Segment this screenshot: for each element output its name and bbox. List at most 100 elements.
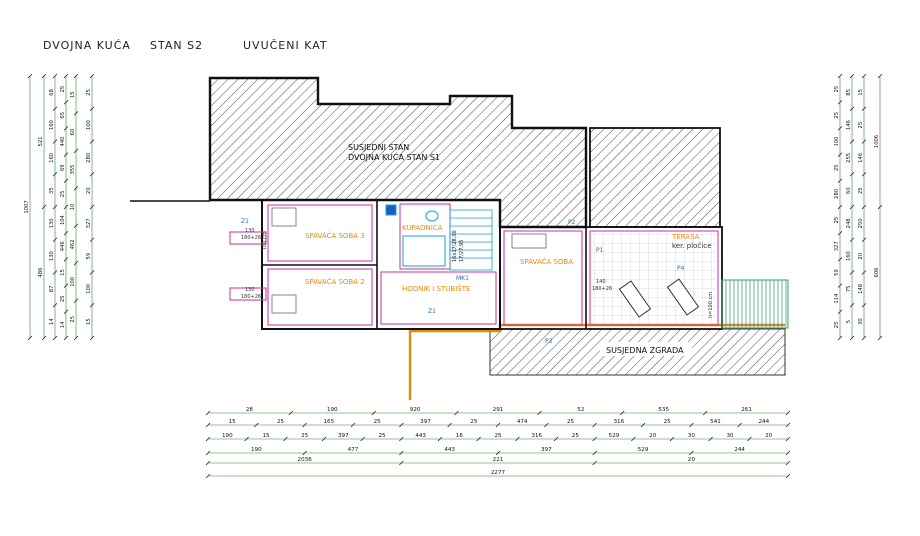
right-dim-col1-tick (837, 309, 843, 315)
left-dim-col4-value: 25 (60, 295, 66, 302)
left-dim-col1-value: 1007 (24, 200, 30, 213)
right-dim-col3-value: 250 (858, 218, 864, 228)
right-dim-col3-tick (861, 237, 867, 242)
left-dim-col4-tick (63, 257, 69, 262)
left-dim-col4-tick (63, 126, 69, 131)
left-dim-col2-value: 486 (38, 268, 44, 278)
left-dim-col4-value: 14 (60, 321, 66, 328)
right-dim-col1-value: 25 (834, 322, 840, 329)
tag-p2: P2 (568, 219, 576, 226)
right-dim-col1-value: 59 (834, 269, 840, 276)
bottom-dim-row1-value: 52 (577, 407, 584, 413)
right-dim-col2-value: 146 (846, 120, 852, 130)
right-dim-col2-value: 255 (846, 153, 852, 163)
right-dim-col2-value: 85 (846, 89, 852, 96)
bottom-dim-row3-tick (321, 436, 327, 442)
bottom-dim-row4-value: 190 (251, 447, 262, 453)
room-label-bathroom: KUPAONICA (402, 224, 443, 232)
bottom-dim-row2-tick (495, 422, 501, 428)
bottom-dim-row2-tick (785, 422, 791, 428)
right-dim-col2-value: 5 (846, 320, 852, 323)
left-dim-col3-tick (52, 106, 58, 111)
bottom-dim-row3-value: 25 (494, 433, 502, 439)
left-dim-col5-tick (73, 335, 79, 341)
window-size-b: 130 (245, 287, 255, 293)
bottom-dim-row5-tick (399, 460, 404, 466)
bottom-dim-row4-value: 443 (444, 447, 455, 453)
neighbour-building: SUSJEDNA ZGRADA (408, 323, 786, 400)
bottom-dim-row1-value: 190 (327, 407, 338, 413)
right-dim-col1-tick (837, 230, 843, 236)
bottom-dim-row2-tick (447, 422, 452, 428)
bottom-dim-row3-tick (631, 436, 636, 442)
bottom-dim-row2-tick (302, 422, 307, 428)
bottom-dim-row3-tick (437, 436, 443, 442)
left-dim-col5-value: 15 (70, 91, 76, 98)
right-dim-col1-tick (837, 257, 843, 262)
left-dim-col4-tick (63, 204, 69, 210)
left-dim-col6-tick (89, 335, 95, 341)
left-dim-col2-tick (41, 335, 47, 341)
left-dim-col4-tick (63, 178, 69, 184)
right-dim-col1-tick (837, 335, 843, 341)
right-dim-col3-tick (861, 204, 867, 210)
neighbour-unit-label-2: DVOJNA KUĆA STAN S1 (348, 151, 440, 162)
room-label-hallway: HODNIK I STUBIŠTE (402, 284, 470, 293)
bottom-dim-row2-value: 15 (229, 419, 237, 425)
left-dim-col5-tick (73, 223, 79, 228)
left-dim-col6-tick (89, 73, 95, 79)
right-dim-col3-tick (861, 172, 867, 177)
bottom-dim-row2-value: 25 (470, 419, 478, 425)
bottom-dim-row2-value: 397 (420, 419, 431, 425)
left-dim-col5-tick (73, 73, 79, 79)
left-dim-col3-tick (52, 73, 58, 79)
stair-dim-label: 16x17/28,00 (452, 230, 458, 262)
bottom-dim-row3-value: 20 (649, 433, 657, 439)
unit-walls (261, 199, 789, 330)
tag-z1-bottom: Z1 (428, 308, 436, 315)
right-dim-col2-tick (849, 270, 855, 275)
bottom-dim-row5-tick (592, 460, 597, 466)
bottom-dim-row3-tick (785, 436, 791, 442)
right-dim-col2-value: 160 (846, 251, 852, 261)
bottom-dim-row5-value: 221 (493, 457, 504, 463)
right-dim-col4-tick (877, 204, 883, 210)
right-dim-col2-value: 75 (846, 286, 852, 293)
left-dim-col4-tick (63, 99, 69, 105)
right-dim-col1-tick (837, 204, 843, 210)
right-dim-col4-tick (877, 73, 883, 79)
window-sill-c: 180+26 (592, 286, 612, 292)
right-dim-col4-tick (877, 335, 883, 341)
neighbour-terrace-hatch (589, 127, 721, 228)
left-dim-col3-tick (52, 172, 58, 177)
left-dim-col6-tick (89, 270, 95, 275)
bottom-dim-row3-value: 529 (609, 433, 620, 439)
right-dim-col1-tick (837, 73, 843, 79)
bottom-dim-row3-tick (360, 436, 365, 442)
left-dim-col2-tick (41, 73, 47, 79)
bottom-dim-row4-tick (785, 450, 791, 456)
left-dim-col6-value: 100 (86, 284, 92, 294)
left-dim-col6-value: 327 (86, 218, 92, 228)
left-dim-col4-tick (63, 283, 69, 288)
furniture (271, 207, 547, 314)
right-dim-col3-value: 25 (858, 187, 864, 194)
right-dim-col1-value: 100 (834, 137, 840, 147)
left-dim-col4-tick (63, 335, 69, 341)
sun-loungers (618, 278, 700, 318)
left-dim-col6-tick (89, 303, 95, 308)
bottom-dim-row4-tick (302, 450, 307, 456)
right-dim-col1-tick (837, 283, 843, 288)
bottom-dim-row4-value: 244 (734, 447, 745, 453)
bottom-dim-row4-value: 397 (541, 447, 552, 453)
bottom-dim-row2-value: 25 (567, 419, 575, 425)
left-dim-col3-tick (52, 335, 58, 341)
right-dim-col2-tick (849, 73, 855, 79)
bed-icon (511, 233, 547, 249)
bottom-dim-row3-tick (515, 436, 520, 442)
tag-z1-top: Z1 (241, 218, 249, 225)
left-dim-col6-tick (89, 139, 95, 144)
bottom-dim-row2-value: 25 (664, 419, 672, 425)
